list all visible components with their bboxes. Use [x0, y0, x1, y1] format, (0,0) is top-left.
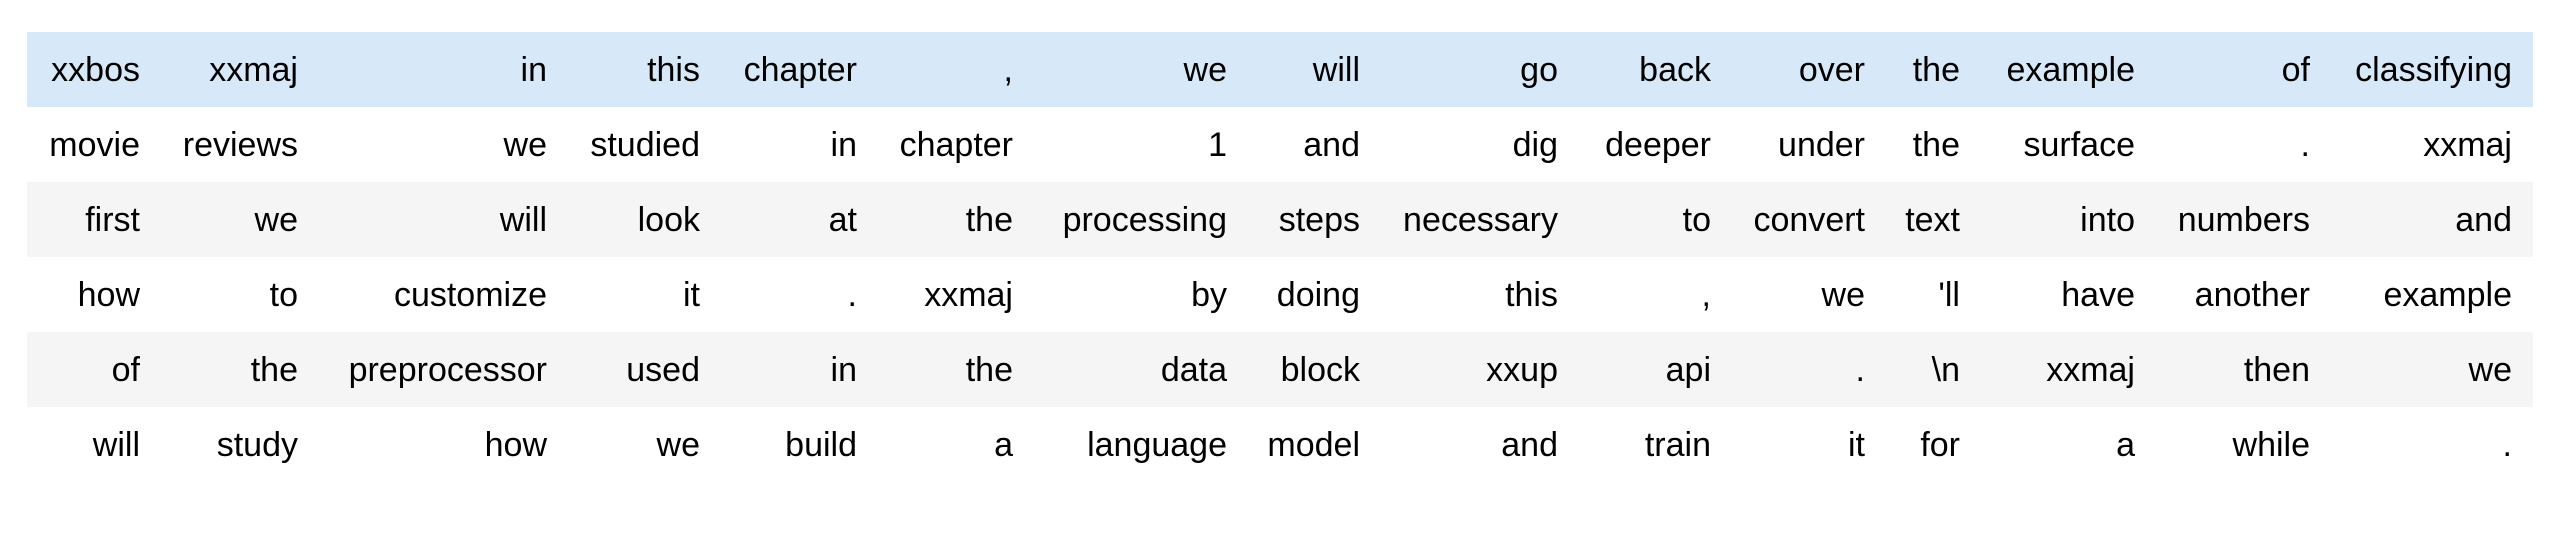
token-cell: study — [216, 425, 298, 464]
token-cell: example — [2006, 50, 2135, 89]
token-cell: processing — [1062, 200, 1227, 239]
token-cell: under — [1778, 125, 1865, 164]
token-cell: customize — [393, 275, 547, 314]
token-cell: how — [77, 275, 140, 314]
token-cell: in — [830, 125, 857, 164]
token-cell: we — [1821, 275, 1865, 314]
tokenized-text-table: xxbos xxmaj in this chapter, we will go back over… — [27, 32, 2533, 482]
token-cell: , — [1003, 50, 1013, 89]
token-cell: xxbos — [51, 50, 140, 89]
token-cell: deeper — [1605, 125, 1711, 164]
token-cell: dig — [1512, 125, 1558, 164]
token-cell: go — [1520, 50, 1558, 89]
token-cell: in — [830, 350, 857, 389]
token-cell: language — [1087, 425, 1227, 464]
token-cell: the — [1912, 125, 1960, 164]
token-cell: \n — [1931, 350, 1960, 389]
token-cell: studied — [590, 125, 700, 164]
token-row: first we will look at the processing steps neces… — [27, 182, 2533, 257]
token-cell: classifying — [2355, 50, 2512, 89]
token-cell: have — [2061, 275, 2135, 314]
token-cell: numbers — [2177, 200, 2310, 239]
token-cell: train — [1644, 425, 1711, 464]
token-cell: chapter — [899, 125, 1013, 164]
token-cell: we — [656, 425, 700, 464]
token-cell: doing — [1276, 275, 1360, 314]
token-cell: . — [2300, 125, 2310, 164]
token-cell: xxmaj — [2423, 125, 2512, 164]
token-cell: xxmaj — [2046, 350, 2135, 389]
token-cell: block — [1280, 350, 1360, 389]
token-row: will study how we build a language model and trai… — [27, 407, 2533, 482]
token-cell: 1 — [1208, 125, 1227, 164]
token-row: of the preprocessor used in the data block xxup a… — [27, 332, 2533, 407]
token-cell: preprocessor — [348, 350, 547, 389]
token-cell: we — [503, 125, 547, 164]
token-cell: used — [626, 350, 700, 389]
token-cell: at — [828, 200, 857, 239]
token-cell: and — [1501, 425, 1558, 464]
token-row: movie reviews we studied in chapter 1 and dig dee… — [27, 107, 2533, 182]
token-cell: build — [785, 425, 857, 464]
token-cell: how — [484, 425, 547, 464]
token-cell: chapter — [743, 50, 857, 89]
token-cell: into — [2080, 200, 2135, 239]
token-cell: it — [683, 275, 700, 314]
token-cell: . — [2502, 425, 2512, 464]
token-cell: text — [1905, 200, 1960, 239]
token-cell: xxup — [1486, 350, 1558, 389]
token-cell: a — [2116, 425, 2135, 464]
token-cell: will — [92, 425, 140, 464]
token-table-body: xxbos xxmaj in this chapter, we will go back over… — [27, 32, 2533, 482]
token-cell: it — [1848, 425, 1865, 464]
token-cell: look — [637, 200, 700, 239]
token-cell: the — [965, 200, 1013, 239]
token-row: xxbos xxmaj in this chapter, we will go back over… — [27, 32, 2533, 107]
token-cell: we — [1183, 50, 1227, 89]
tokenized-text-table-container: xxbos xxmaj in this chapter, we will go back over… — [27, 32, 2533, 482]
token-cell: back — [1639, 50, 1711, 89]
token-cell: xxmaj — [209, 50, 298, 89]
token-cell: this — [1505, 275, 1558, 314]
token-cell: api — [1665, 350, 1711, 389]
token-cell: will — [1312, 50, 1360, 89]
token-cell: surface — [2023, 125, 2136, 164]
token-cell: to — [1682, 200, 1711, 239]
token-cell: , — [1701, 275, 1711, 314]
token-cell: xxmaj — [924, 275, 1013, 314]
token-cell: the — [1912, 50, 1960, 89]
token-cell: data — [1160, 350, 1227, 389]
token-cell: . — [847, 275, 857, 314]
token-cell: for — [1920, 425, 1960, 464]
token-cell: first — [85, 200, 140, 239]
token-cell: we — [254, 200, 298, 239]
token-cell: movie — [49, 125, 140, 164]
token-cell: convert — [1753, 200, 1866, 239]
token-cell: the — [965, 350, 1013, 389]
token-row: how to customize it. xxmaj by doing this, we 'll h… — [27, 257, 2533, 332]
token-cell: will — [499, 200, 547, 239]
token-cell: over — [1798, 50, 1865, 89]
token-cell: this — [647, 50, 700, 89]
token-cell: the — [250, 350, 298, 389]
token-cell: and — [1303, 125, 1360, 164]
token-cell: model — [1267, 425, 1360, 464]
token-cell: necessary — [1403, 200, 1558, 239]
token-cell: and — [2455, 200, 2512, 239]
token-cell: a — [994, 425, 1013, 464]
token-cell: we — [2468, 350, 2512, 389]
token-cell: to — [269, 275, 298, 314]
token-cell: of — [2281, 50, 2310, 89]
token-cell: in — [520, 50, 547, 89]
token-cell: reviews — [182, 125, 298, 164]
token-cell: by — [1191, 275, 1227, 314]
token-cell: . — [1855, 350, 1865, 389]
token-cell: of — [111, 350, 140, 389]
token-cell: steps — [1278, 200, 1360, 239]
token-cell: while — [2232, 425, 2310, 464]
token-cell: another — [2194, 275, 2310, 314]
token-cell: 'll — [1938, 275, 1960, 314]
token-cell: then — [2243, 350, 2310, 389]
token-cell: example — [2383, 275, 2512, 314]
